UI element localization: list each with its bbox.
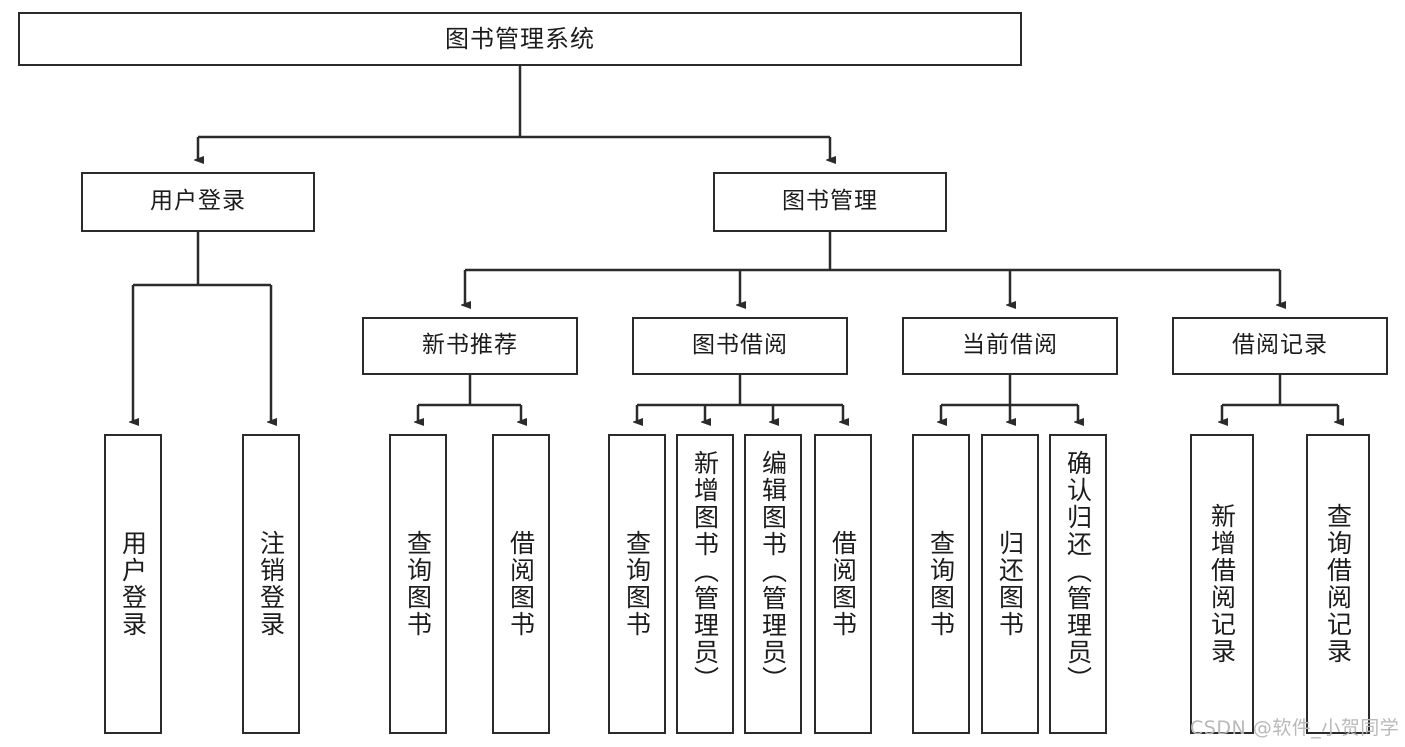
node-label: 图书管理	[782, 188, 878, 215]
node-label: 查询借阅记录	[1323, 503, 1353, 665]
node-label: 确认归还（管理员）	[1063, 450, 1093, 693]
watermark-credit: CSDN @软件_小贺同学	[1190, 717, 1400, 739]
leaf-query-book-3[interactable]: 查询图书	[912, 434, 970, 734]
leaf-edit-book[interactable]: 编辑图书（管理员）	[744, 434, 802, 734]
node-new-book-recommend[interactable]: 新书推荐	[362, 317, 578, 375]
node-label: 借阅图书	[506, 530, 536, 638]
node-current-borrow[interactable]: 当前借阅	[902, 317, 1118, 375]
leaf-add-book[interactable]: 新增图书（管理员）	[676, 434, 734, 734]
node-label: 图书管理系统	[445, 24, 595, 53]
leaf-query-record[interactable]: 查询借阅记录	[1306, 434, 1370, 734]
leaf-return-book[interactable]: 归还图书	[981, 434, 1039, 734]
leaf-add-record[interactable]: 新增借阅记录	[1190, 434, 1254, 734]
node-label: 查询图书	[622, 530, 652, 638]
node-book-manage[interactable]: 图书管理	[713, 172, 947, 232]
node-label: 图书借阅	[692, 332, 788, 359]
node-label: 新增借阅记录	[1207, 503, 1237, 665]
node-book-borrow[interactable]: 图书借阅	[632, 317, 848, 375]
node-label: 借阅记录	[1232, 332, 1328, 359]
node-label: 新增图书（管理员）	[690, 450, 720, 693]
leaf-user-login[interactable]: 用户登录	[104, 434, 162, 734]
leaf-logout-login[interactable]: 注销登录	[242, 434, 300, 734]
node-label: 借阅图书	[828, 530, 858, 638]
node-label: 查询图书	[926, 530, 956, 638]
node-label: 用户登录	[150, 188, 246, 215]
node-root-system[interactable]: 图书管理系统	[18, 12, 1022, 66]
node-user-login[interactable]: 用户登录	[81, 172, 315, 232]
leaf-borrow-book-2[interactable]: 借阅图书	[814, 434, 872, 734]
node-label: 用户登录	[118, 530, 148, 638]
node-label: 归还图书	[995, 530, 1025, 638]
leaf-query-book-1[interactable]: 查询图书	[389, 434, 447, 734]
leaf-query-book-2[interactable]: 查询图书	[608, 434, 666, 734]
node-label: 当前借阅	[962, 332, 1058, 359]
node-borrow-record[interactable]: 借阅记录	[1172, 317, 1388, 375]
node-label: 编辑图书（管理员）	[758, 450, 788, 693]
leaf-borrow-book-1[interactable]: 借阅图书	[492, 434, 550, 734]
node-label: 注销登录	[256, 530, 286, 638]
node-label: 新书推荐	[422, 332, 518, 359]
leaf-confirm-return[interactable]: 确认归还（管理员）	[1049, 434, 1107, 734]
node-label: 查询图书	[403, 530, 433, 638]
